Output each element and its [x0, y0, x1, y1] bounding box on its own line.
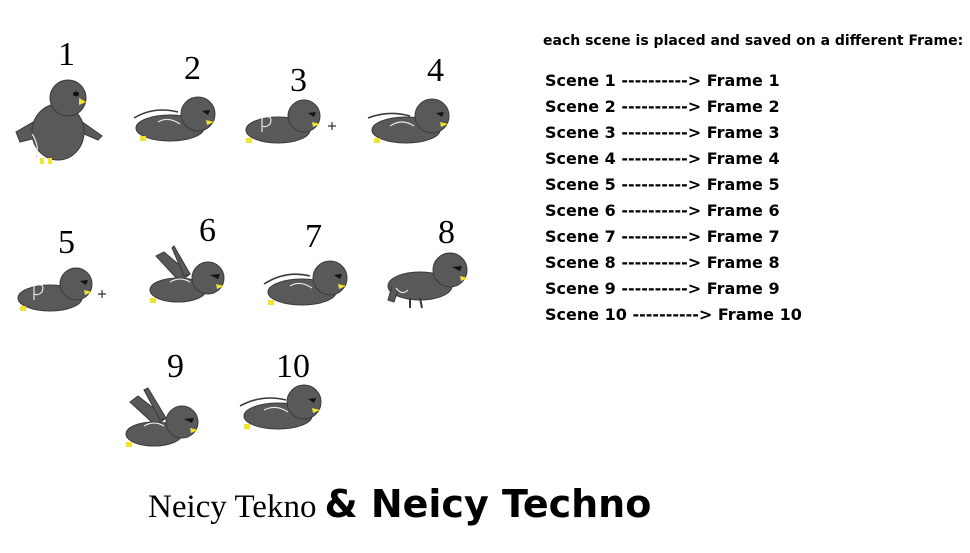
credit-name-bold: & Neicy Techno	[324, 482, 652, 526]
credit-line: Neicy Tekno& Neicy Techno	[148, 482, 651, 526]
bird-frame-1-icon	[15, 79, 103, 164]
mapping-row-10: Scene 10 ----------> Frame 10	[545, 305, 802, 324]
bird-frame-8-icon	[387, 252, 468, 309]
bird-frame-10-icon	[239, 384, 322, 430]
scene-number-8: 8	[438, 214, 455, 251]
mapping-heading: each scene is placed and saved on a diff…	[543, 33, 964, 49]
scene-number-6: 6	[199, 212, 216, 249]
bird-frame-2-icon	[133, 96, 216, 142]
bird-frame-5-icon	[17, 267, 106, 312]
mapping-row-6: Scene 6 ----------> Frame 6	[545, 201, 780, 220]
scene-number-2: 2	[184, 50, 201, 87]
bird-frame-9-icon	[125, 387, 199, 447]
bird-frame-4-icon	[367, 98, 450, 144]
scene-number-10: 10	[276, 348, 310, 385]
mapping-row-1: Scene 1 ----------> Frame 1	[545, 71, 780, 90]
mapping-row-8: Scene 8 ----------> Frame 8	[545, 253, 780, 272]
mapping-row-3: Scene 3 ----------> Frame 3	[545, 123, 780, 142]
credit-name-serif: Neicy Tekno	[148, 489, 317, 525]
scene-number-3: 3	[290, 62, 307, 99]
bird-frame-3-icon	[245, 99, 336, 144]
scene-number-1: 1	[58, 36, 75, 73]
scene-number-5: 5	[58, 224, 75, 261]
scene-number-7: 7	[305, 218, 322, 255]
mapping-row-2: Scene 2 ----------> Frame 2	[545, 97, 780, 116]
mapping-row-9: Scene 9 ----------> Frame 9	[545, 279, 780, 298]
mapping-row-5: Scene 5 ----------> Frame 5	[545, 175, 780, 194]
mapping-row-7: Scene 7 ----------> Frame 7	[545, 227, 780, 246]
bird-frame-6-icon	[149, 245, 225, 303]
scene-number-9: 9	[167, 348, 184, 385]
scene-frame-mapping-list: Scene 1 ----------> Frame 1 Scene 2 ----…	[545, 70, 802, 330]
scene-number-4: 4	[427, 52, 444, 89]
bird-frame-7-icon	[263, 260, 348, 306]
mapping-row-4: Scene 4 ----------> Frame 4	[545, 149, 780, 168]
